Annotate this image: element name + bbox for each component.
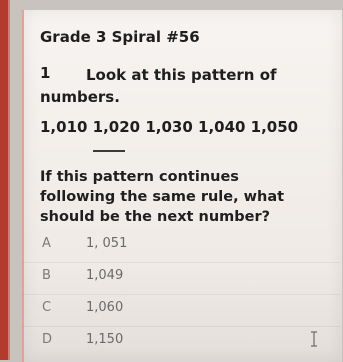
choice-separator xyxy=(22,262,340,263)
number-sequence: 1,010 1,020 1,030 1,040 1,050 xyxy=(40,118,299,136)
text-cursor-icon xyxy=(311,331,317,347)
question-text: Look at this pattern of numbers. xyxy=(40,66,277,106)
choice-letter: D xyxy=(42,332,53,347)
choice-separator xyxy=(22,326,340,327)
question-number: 1 xyxy=(40,64,51,82)
worksheet-card xyxy=(22,10,342,362)
next-question-fragment xyxy=(40,352,330,360)
choice-value: 1,150 xyxy=(86,332,124,347)
choice-letter: B xyxy=(42,268,51,283)
choice-value: 1,060 xyxy=(86,300,124,315)
divider-line xyxy=(93,150,125,152)
choice-value: 1,049 xyxy=(86,268,124,283)
choice-separator xyxy=(22,294,340,295)
choice-letter: C xyxy=(42,300,52,315)
choice-value: 1, 051 xyxy=(86,236,128,251)
question-prompt: If this pattern continues following the … xyxy=(40,169,285,225)
worksheet-title: Grade 3 Spiral #56 xyxy=(40,28,200,46)
choice-letter: A xyxy=(42,236,51,251)
